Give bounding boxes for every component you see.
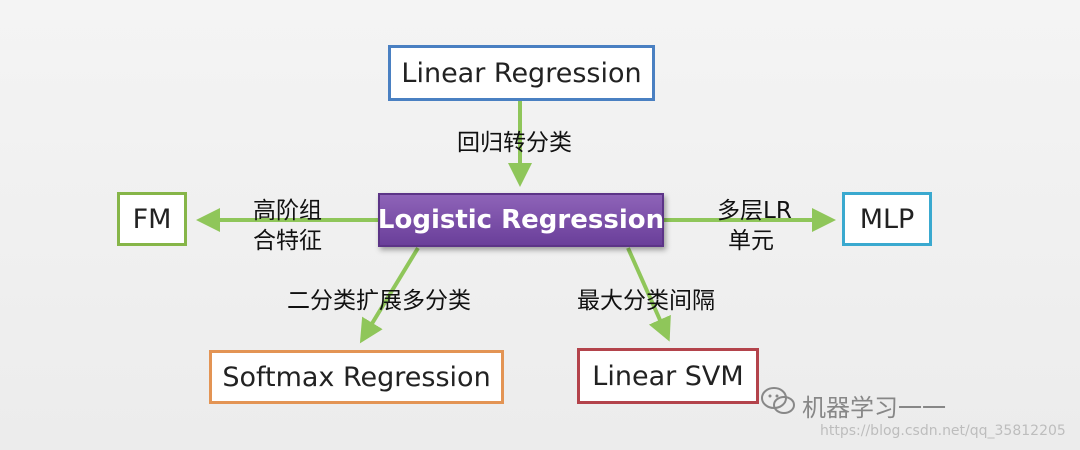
edge-label-high-order-line1: 高阶组: [253, 198, 322, 224]
watermark-url: https://blog.csdn.net/qq_35812205: [820, 423, 1066, 439]
edge-label-multilayer-line1: 多层LR: [717, 198, 792, 224]
watermark-account: 机器学习一一: [802, 394, 946, 422]
edge-label-max-margin: 最大分类间隔: [577, 288, 715, 314]
edge-label-multilayer-line2: 单元: [728, 228, 774, 254]
linear-regression-node: Linear Regression: [388, 45, 655, 101]
arrow-logistic-to-softmax: [359, 246, 420, 344]
linear-svm-node: Linear SVM: [577, 348, 759, 404]
fm-node: FM: [117, 192, 187, 246]
logistic-regression-node: Logistic Regression: [378, 193, 664, 247]
arrow-logistic-to-svm: [626, 247, 671, 342]
edge-label-regression-to-classification: 回归转分类: [457, 130, 572, 156]
edge-label-high-order-line2: 合特征: [253, 228, 322, 254]
softmax-regression-node: Softmax Regression: [209, 350, 504, 404]
wechat-icon: [761, 387, 795, 414]
edge-label-binary-to-multiclass: 二分类扩展多分类: [287, 288, 471, 314]
mlp-node: MLP: [842, 192, 932, 246]
